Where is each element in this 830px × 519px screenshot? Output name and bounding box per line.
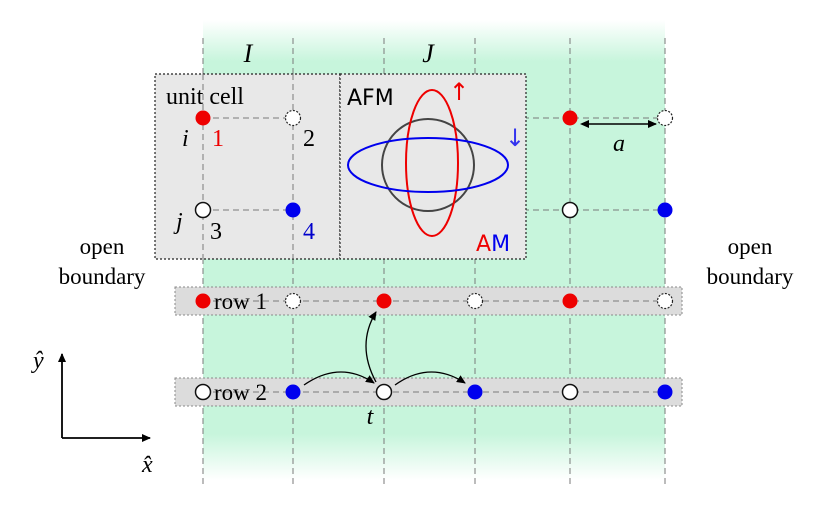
unit-cell-grid	[202, 74, 294, 259]
upper-lattice-sites	[194, 109, 674, 219]
row1-sites	[195, 292, 674, 310]
spin-up-arrow: ↑	[449, 78, 469, 106]
row1-site	[562, 293, 578, 309]
site-2	[284, 109, 302, 127]
site-1	[195, 110, 211, 126]
site-lower-blue	[657, 202, 673, 218]
site-number-4: 4	[303, 219, 315, 245]
hopping-arrow-up	[365, 311, 377, 383]
site-number-3: 3	[210, 219, 222, 245]
afm-circle	[381, 118, 475, 212]
row2-sites	[194, 383, 673, 401]
afm-am-panel	[339, 73, 527, 260]
open-boundary-right-line2: boundary	[707, 264, 794, 289]
row2-site	[657, 384, 673, 400]
lattice-constant-label: a	[613, 131, 625, 157]
open-boundary-right-line1: open	[728, 234, 773, 259]
row-lines	[203, 300, 665, 393]
row1-site	[195, 293, 211, 309]
hopping-arrow-left	[303, 371, 375, 386]
unit-cell-panel	[154, 73, 341, 260]
afm-label: AFM	[347, 86, 394, 111]
row1-label: row 1	[214, 289, 267, 314]
row2-site	[285, 384, 301, 400]
site-label-i: i	[182, 126, 189, 152]
row1-site	[376, 293, 392, 309]
row2-site	[194, 383, 212, 401]
site-3	[194, 201, 212, 219]
site-number-2: 2	[303, 126, 315, 152]
column-label-I: I	[243, 39, 254, 68]
row1-site	[466, 292, 484, 310]
spin-down-arrow: ↓	[505, 124, 525, 152]
row2-site	[467, 384, 483, 400]
hopping-arrow-right	[394, 371, 466, 386]
site-lower-empty	[561, 201, 579, 219]
row2-label: row 2	[214, 380, 267, 405]
site-label-j: j	[173, 209, 183, 235]
spin-up-ellipse	[405, 89, 459, 237]
site-upper-empty-right	[656, 109, 674, 127]
unit-cell-title: unit cell	[166, 84, 244, 110]
site-upper-red	[562, 110, 578, 126]
site-4	[285, 202, 301, 218]
column-label-J: J	[422, 39, 435, 68]
hopping-label-t: t	[367, 404, 375, 430]
row2-site	[561, 383, 579, 401]
row1-site	[656, 292, 674, 310]
open-boundary-left-line1: open	[80, 234, 125, 259]
open-boundary-left-line2: boundary	[59, 264, 146, 289]
row2-site	[375, 383, 393, 401]
site-number-1: 1	[212, 126, 224, 152]
am-label: AM	[476, 232, 510, 257]
y-axis-label: ŷ	[31, 348, 44, 374]
x-axis-label: x̂	[141, 452, 153, 478]
spin-down-ellipse	[347, 137, 509, 193]
row1-site	[284, 292, 302, 310]
